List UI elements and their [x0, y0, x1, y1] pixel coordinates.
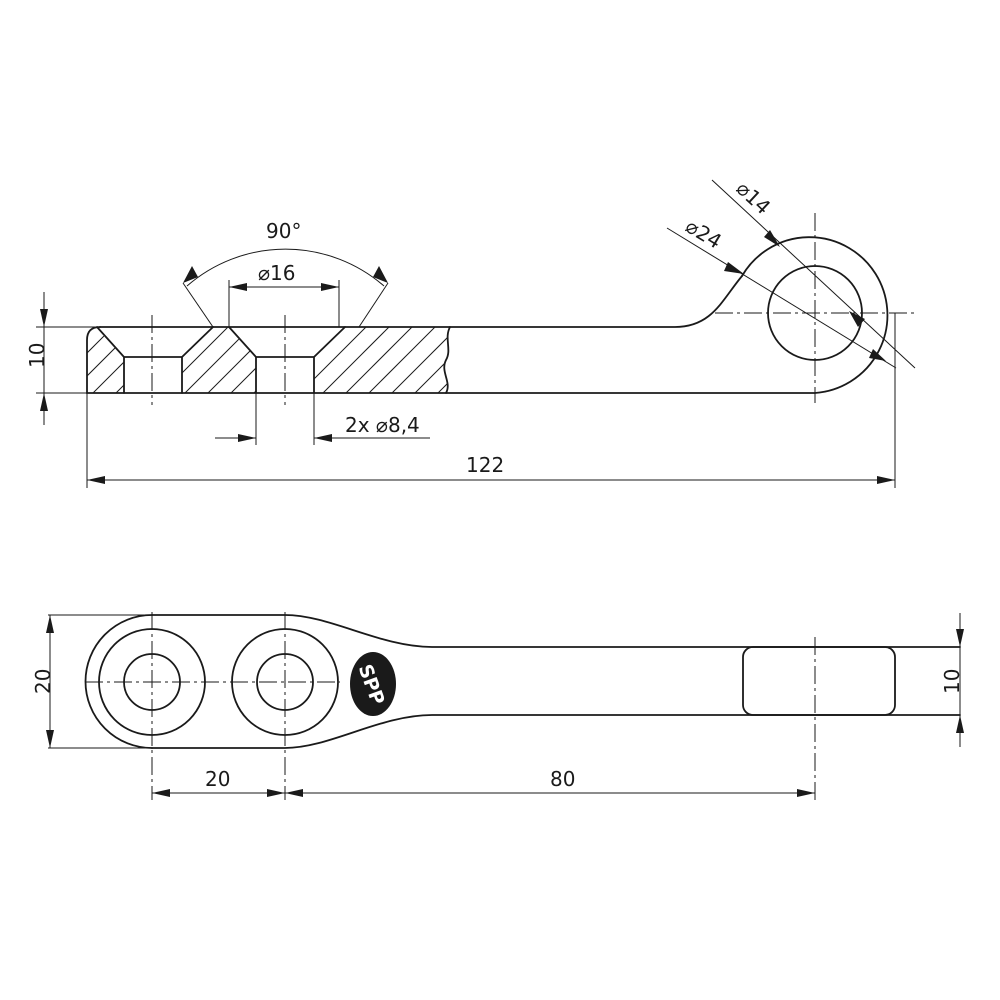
hatch-line — [500, 320, 580, 400]
pad-width-label: 10 — [940, 669, 964, 694]
svg-text:⌀24: ⌀24 — [681, 214, 726, 254]
countersink-dimension: ⌀16 — [228, 261, 340, 327]
diameter-symbol: ⌀ — [370, 413, 388, 437]
hole-dimension: 2x ⌀8,4 — [215, 393, 430, 445]
thickness-dimension: 10 — [25, 292, 100, 425]
svg-text:2x ⌀8,4: 2x ⌀8,4 — [345, 413, 420, 437]
top-view-outline — [48, 614, 961, 749]
overall-length-label: 122 — [466, 453, 504, 477]
hatch-line — [477, 320, 557, 400]
thickness-label: 10 — [25, 343, 49, 368]
diameter-symbol: ⌀ — [258, 261, 270, 285]
hatch-line — [384, 327, 450, 393]
width-label: 20 — [31, 669, 55, 694]
svg-text:⌀14: ⌀14 — [732, 176, 776, 219]
hatch-line — [338, 327, 420, 393]
bore-small-dimension: ⌀14 — [711, 176, 916, 369]
countersink-label: 16 — [270, 261, 295, 285]
length-to-pad-dimension: 80 — [285, 767, 815, 797]
hatch-line — [361, 327, 443, 393]
side-view: ⌀14 ⌀24 90° ⌀16 — [25, 176, 916, 488]
hole-pitch-dimension: 20 — [152, 767, 285, 797]
hole-pitch-label: 20 — [205, 767, 230, 791]
width-dimension: 20 — [31, 615, 55, 748]
end-pad — [742, 637, 896, 800]
overall-length-dimension: 122 — [87, 453, 895, 484]
hole-diameter: 8,4 — [388, 413, 420, 437]
hatch-line — [454, 320, 534, 400]
hole-boss-2 — [231, 612, 339, 800]
side-view-outline — [86, 236, 889, 488]
hole-boss-1 — [85, 612, 340, 800]
spp-logo: SPP — [350, 652, 396, 716]
top-view: SPP 20 20 80 — [31, 612, 964, 800]
angle-dimension: 90° — [182, 219, 389, 328]
angle-label: 90° — [266, 219, 301, 243]
countersunk-holes-section — [95, 315, 346, 405]
hatch-line — [430, 327, 450, 393]
hole-count: 2x — [345, 413, 370, 437]
length-to-pad-label: 80 — [550, 767, 575, 791]
eye-bore — [715, 213, 915, 488]
svg-text:⌀16: ⌀16 — [258, 261, 296, 285]
pad-width-dimension: 10 — [940, 613, 964, 747]
hatch-line — [315, 327, 397, 393]
